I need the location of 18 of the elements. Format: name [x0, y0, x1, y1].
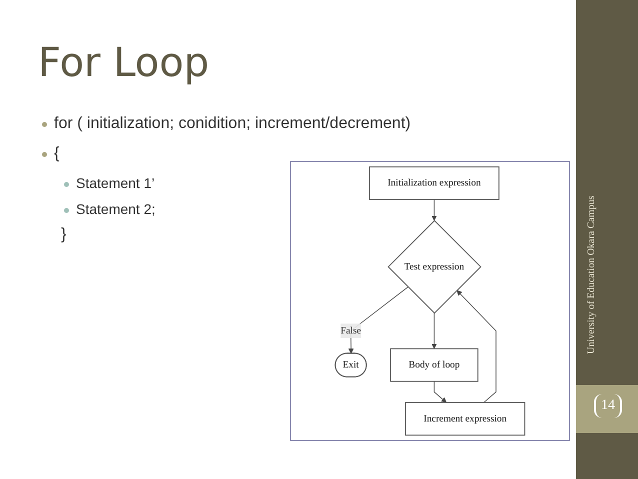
sidebar-text: University of Education Okara Campus — [586, 194, 598, 356]
node-box — [369, 166, 500, 200]
code-text: for ( initialization; conidition; increment/decrement) — [54, 115, 411, 133]
bullet-text: } — [61, 226, 66, 244]
arrow — [456, 290, 496, 403]
node-box — [390, 348, 478, 382]
bullet-text: Statement 1’ — [76, 175, 155, 191]
page-number: 14 — [594, 394, 622, 418]
arrow — [348, 286, 408, 354]
arrow — [434, 381, 447, 403]
arrow — [432, 199, 437, 221]
flowchart-frame: False Initialization expression Test expression Exit Body of loop Increment expression — [290, 161, 570, 441]
bullet-text: Statement 2; — [76, 201, 156, 217]
arrow — [432, 312, 437, 349]
bullet-text: { — [54, 145, 60, 163]
slide-title: For Loop — [38, 40, 210, 86]
node-diamond — [388, 220, 482, 314]
node-box — [405, 402, 526, 436]
